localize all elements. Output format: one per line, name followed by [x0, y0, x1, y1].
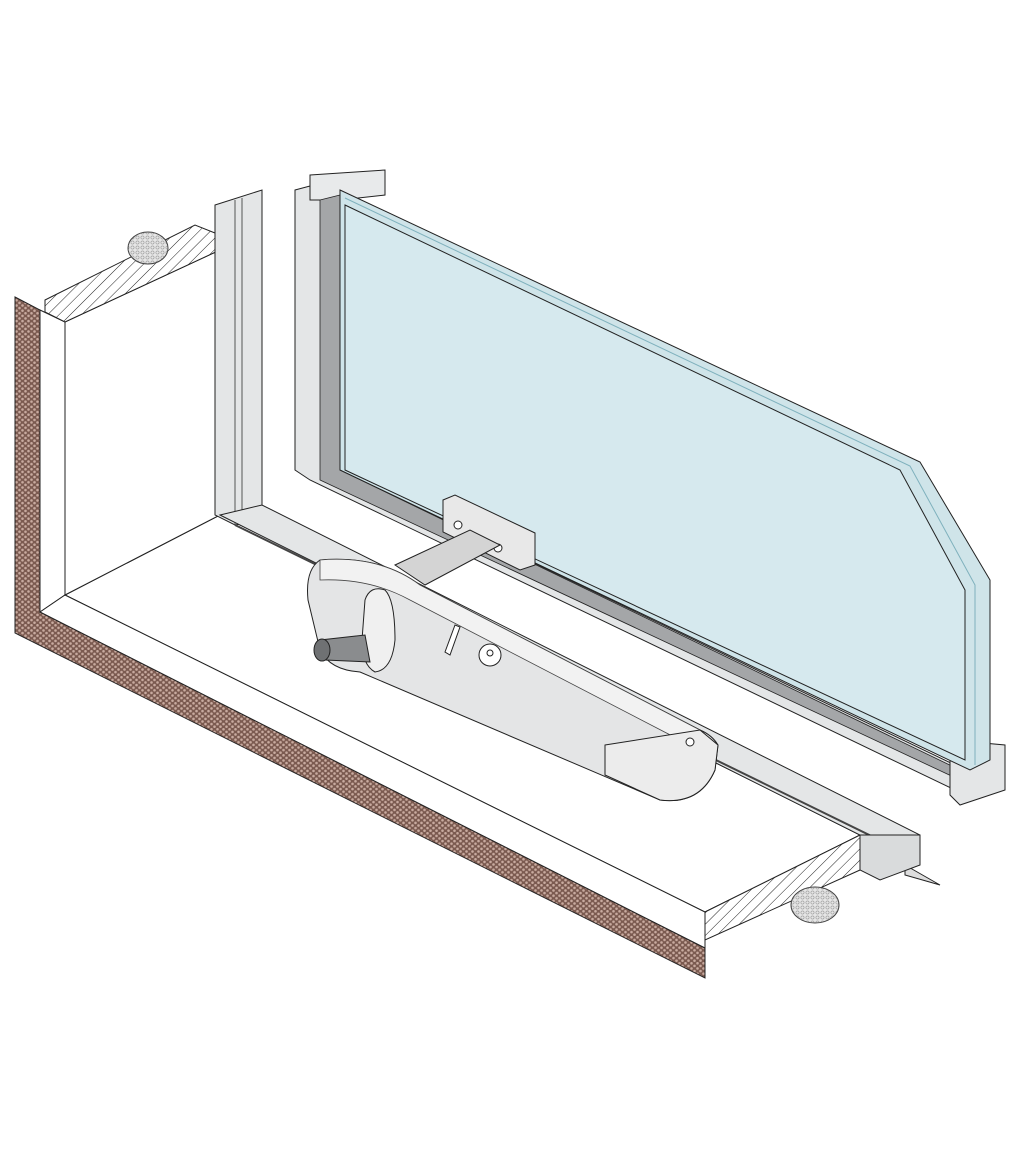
screw [453, 520, 463, 530]
bracket-body [442, 494, 536, 571]
wall-inner-face [39, 309, 66, 613]
frame-profile-end [859, 834, 921, 881]
lock-keyhole [486, 649, 494, 657]
lock-icon [478, 643, 502, 667]
glass-pane [339, 189, 991, 771]
handle-knob-end [313, 638, 331, 662]
glass-inner [344, 204, 966, 761]
frame-post [214, 189, 263, 526]
sash-top-cap [309, 169, 386, 201]
glass-edge-line [344, 197, 976, 765]
manual-handle [361, 588, 396, 673]
actuator-chain [393, 529, 502, 586]
actuator-end-cap [604, 729, 719, 802]
indicator-slot [444, 624, 461, 656]
bracket [442, 494, 536, 571]
chain-actuator [307, 558, 719, 802]
insulation-roll-top [127, 231, 169, 265]
actuator-screw [685, 737, 695, 747]
insulation-roll-bottom [790, 886, 840, 924]
